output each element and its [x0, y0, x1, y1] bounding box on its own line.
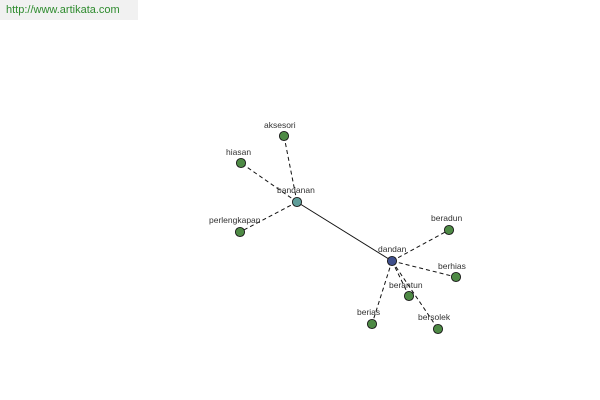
node-berantun[interactable]: [403, 290, 415, 302]
graph-edges: [239, 135, 457, 330]
edge-dandan-berhias: [391, 260, 457, 278]
edge-bandanan-perlengkapan: [239, 201, 298, 233]
node-label-berhias: berhias: [438, 261, 466, 271]
node-perlengkapan[interactable]: [234, 226, 246, 238]
node-aksesori[interactable]: [278, 130, 290, 142]
edge-dandan-beradun: [391, 229, 450, 262]
graph-nodes: [234, 130, 462, 335]
watermark-url[interactable]: http://www.artikata.com: [0, 0, 138, 20]
node-label-bandanan: bandanan: [277, 185, 315, 195]
node-label-aksesori: aksesori: [264, 120, 296, 130]
node-label-bersolek: bersolek: [418, 312, 451, 322]
node-label-beradun: beradun: [431, 213, 462, 223]
node-beradun[interactable]: [443, 224, 455, 236]
edge-bandanan-aksesori: [283, 135, 298, 203]
edge-bandanan-dandan: [296, 201, 393, 262]
node-label-perlengkapan: perlengkapan: [209, 215, 261, 225]
graph-labels: dandan bandanan aksesori hiasan perlengkapan…: [209, 120, 466, 322]
node-bandanan[interactable]: [291, 196, 303, 208]
node-label-berantun: berantun: [389, 280, 423, 290]
node-hiasan[interactable]: [235, 157, 247, 169]
edge-dandan-berantun: [391, 260, 410, 297]
node-dandan[interactable]: [386, 255, 398, 267]
node-berias[interactable]: [366, 318, 378, 330]
node-label-dandan: dandan: [378, 244, 407, 254]
edge-bandanan-hiasan: [240, 162, 298, 203]
node-berhias[interactable]: [450, 271, 462, 283]
node-label-berias: berias: [357, 307, 380, 317]
node-bersolek[interactable]: [432, 323, 444, 335]
node-label-hiasan: hiasan: [226, 147, 251, 157]
